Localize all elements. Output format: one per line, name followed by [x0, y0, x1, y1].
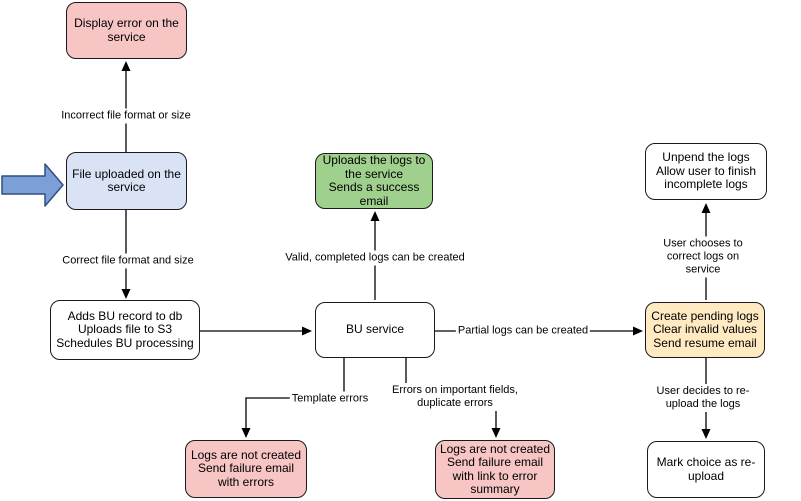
node-mark-reupload: Mark choice as re- upload [647, 441, 765, 498]
node-display-error: Display error on the service [66, 2, 187, 59]
edge-label-incorrect-format: Incorrect file format or size [59, 108, 193, 124]
arrowhead-down-fail-errors [241, 428, 251, 438]
entry-arrow-icon [1, 163, 64, 207]
node-file-uploaded: File uploaded on the service [66, 152, 187, 210]
arrowhead-right-pending [633, 326, 643, 336]
node-fail-with-summary: Logs are not created Send failure email … [435, 440, 555, 499]
node-bu-service: BU service [315, 302, 435, 358]
edge-label-template-errors: Template errors [289, 391, 371, 407]
node-upload-success: Uploads the logs to the service Sends a … [315, 153, 433, 209]
edge-label-user-reuploads: User decides to re-upload the logs [654, 384, 752, 412]
node-unpend-logs: Unpend the logs Allow user to finish inc… [645, 143, 767, 200]
arrowhead-down-mark-reupload [701, 429, 711, 439]
node-fail-with-errors: Logs are not created Send failure email … [185, 440, 307, 498]
node-adds-bu-record: Adds BU record to db Uploads file to S3 … [50, 300, 200, 360]
arrowhead-up-display-error [121, 61, 131, 71]
edge-label-correct-format: Correct file format and size [60, 253, 196, 269]
node-create-pending: Create pending logs Clear invalid values… [645, 302, 765, 358]
arrowhead-down-adds-bu [121, 289, 131, 299]
edge-label-important-field-errors: Errors on important fields, duplicate er… [390, 383, 520, 411]
arrowhead-up-success [370, 211, 380, 221]
edge-label-partial-logs: Partial logs can be created [455, 323, 591, 339]
arrowhead-up-unpend [701, 203, 711, 213]
edge-label-user-corrects: User chooses to correct logs on service [654, 236, 752, 278]
edge-label-valid-logs: Valid, completed logs can be created [283, 250, 467, 266]
arrowhead-down-fail-summary [491, 428, 501, 438]
arrowheads [121, 61, 711, 439]
arrowhead-right-bu-service [302, 326, 312, 336]
